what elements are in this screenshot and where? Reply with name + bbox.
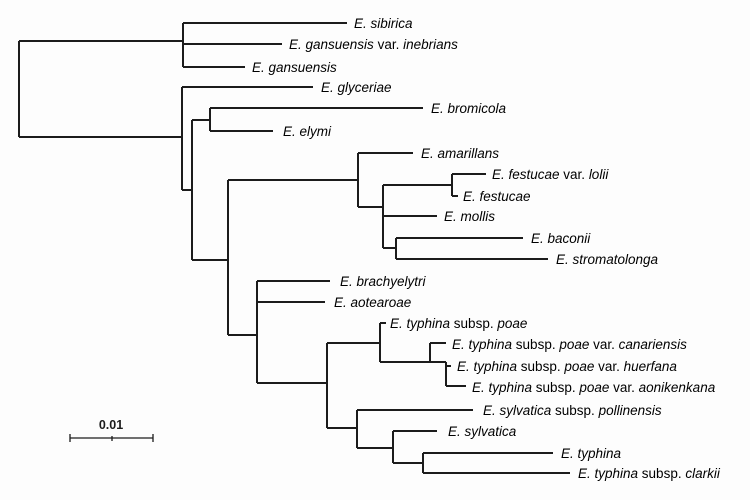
scale-bar-label: 0.01	[99, 418, 123, 432]
taxon-label-e-typhina-subsp-poae: E. typhina subsp. poae	[390, 316, 527, 331]
taxon-label-e-festucae-var-lolii: E. festucae var. lolii	[492, 167, 609, 182]
taxon-label-e-brachyelytri: E. brachyelytri	[340, 274, 427, 289]
taxon-label-e-typhina-subsp-clarkii: E. typhina subsp. clarkii	[578, 466, 721, 481]
taxon-label-e-sibirica: E. sibirica	[354, 16, 413, 31]
taxon-labels: E. sibirica E. gansuensis var. inebriansE…	[252, 16, 721, 481]
taxon-label-e-typhina: E. typhina	[561, 446, 622, 461]
taxon-label-e-baconii: E. baconii	[531, 231, 591, 246]
taxon-label-e-stromatolonga: E. stromatolonga	[556, 252, 659, 267]
taxon-label-e-bromicola: E. bromicola	[431, 101, 507, 116]
taxon-label-e-gansuensis: E. gansuensis	[252, 60, 337, 75]
taxon-label-e-typhina-subsp-poae-var-canariensis: E. typhina subsp. poae var. canariensis	[452, 337, 687, 352]
taxon-label-e-glyceriae: E. glyceriae	[321, 80, 392, 95]
taxon-label-e-typhina-subsp-poae-var-aonikenkana: E. typhina subsp. poae var. aonikenkana	[472, 380, 716, 395]
tree-branches	[18, 22, 570, 474]
taxon-label-e-sylvatica-subsp-pollinensis: E. sylvatica subsp. pollinensis	[483, 403, 662, 418]
taxon-label-e-gansuensis-var-inebrians: E. gansuensis var. inebrians	[289, 37, 458, 52]
taxon-label-e-aotearoae: E. aotearoae	[334, 295, 411, 310]
taxon-label-e-typhina-subsp-poae-var-huerfana: E. typhina subsp. poae var. huerfana	[457, 359, 677, 374]
scale-bar: 0.01	[69, 418, 154, 442]
taxon-label-e-elymi: E. elymi	[283, 124, 332, 139]
taxon-label-e-sylvatica: E. sylvatica	[448, 424, 517, 439]
taxon-label-e-mollis: E. mollis	[444, 209, 495, 224]
taxon-label-e-festucae: E. festucae	[463, 189, 531, 204]
taxon-label-e-amarillans: E. amarillans	[421, 146, 499, 161]
